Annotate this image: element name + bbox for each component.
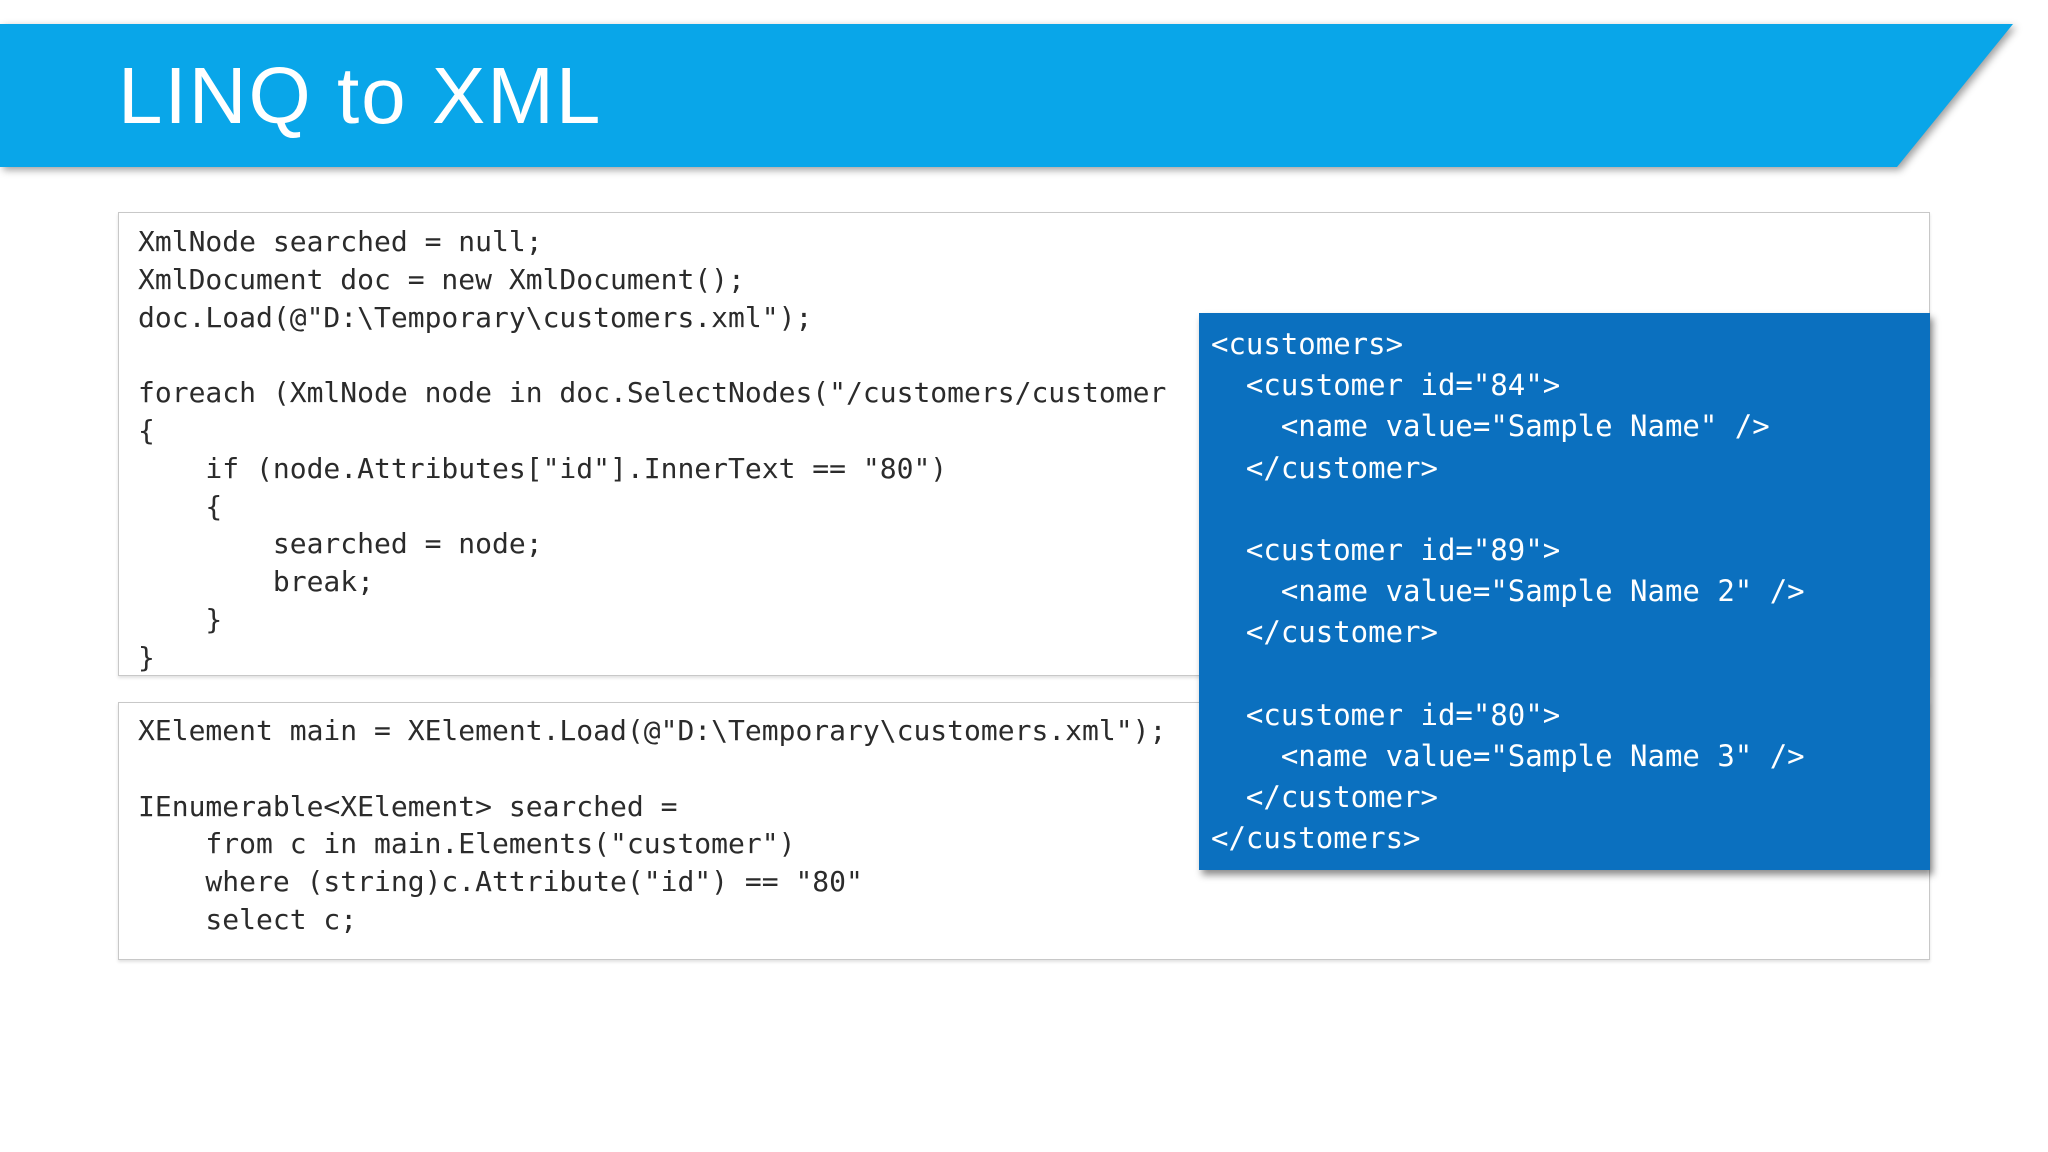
slide-title: LINQ to XML [118,50,603,140]
xml-sample-panel: <customers> <customer id="84"> <name val… [1199,313,1930,870]
title-banner-shape: LINQ to XML [0,24,2013,167]
title-banner: LINQ to XML [0,24,2048,167]
